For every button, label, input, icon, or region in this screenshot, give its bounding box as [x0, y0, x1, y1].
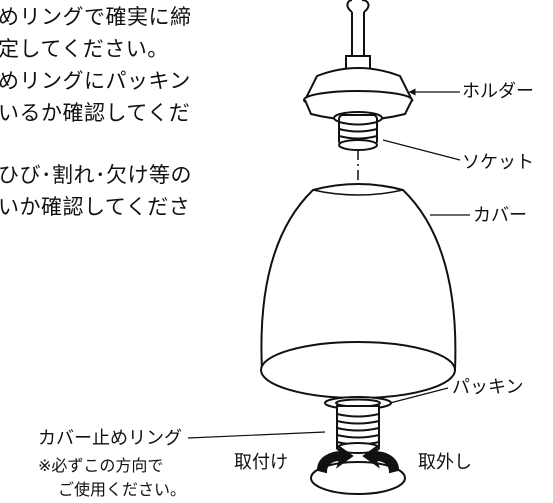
- instruction-line-1: めリングで確実に締: [0, 5, 192, 29]
- instruction-line-3: めリングにパッキン: [0, 69, 191, 93]
- power-cord: [346, 0, 370, 58]
- leader-lines: [187, 88, 470, 439]
- usage-note-line-2: ご使用ください。: [58, 480, 187, 499]
- label-packing: パッキン: [452, 377, 524, 398]
- label-holder: ホルダー: [462, 81, 534, 102]
- instruction-line-6: いか確認してくださ: [0, 195, 191, 219]
- label-cover-fixing-ring: カバー止めリング: [38, 428, 182, 449]
- attach-arrow-icon: [316, 445, 354, 474]
- cover-fixing-ring: [336, 405, 380, 454]
- label-socket: ソケット: [462, 152, 534, 173]
- instruction-line-5: ひび･割れ･欠け等の: [0, 163, 192, 187]
- label-attach: 取付け: [234, 452, 288, 473]
- label-cover: カバー: [473, 205, 527, 226]
- instruction-line-2: 定してください。: [0, 37, 169, 61]
- cover: [260, 183, 457, 399]
- instruction-line-4: いるか確認してくだ: [0, 101, 191, 125]
- label-detach: 取外し: [418, 452, 472, 473]
- detach-arrow-icon: [362, 445, 400, 474]
- holder: [303, 55, 414, 125]
- socket: [338, 114, 378, 151]
- usage-note-line-1: ※必ずこの方向で: [38, 456, 164, 475]
- rotation-arrows: [310, 445, 406, 495]
